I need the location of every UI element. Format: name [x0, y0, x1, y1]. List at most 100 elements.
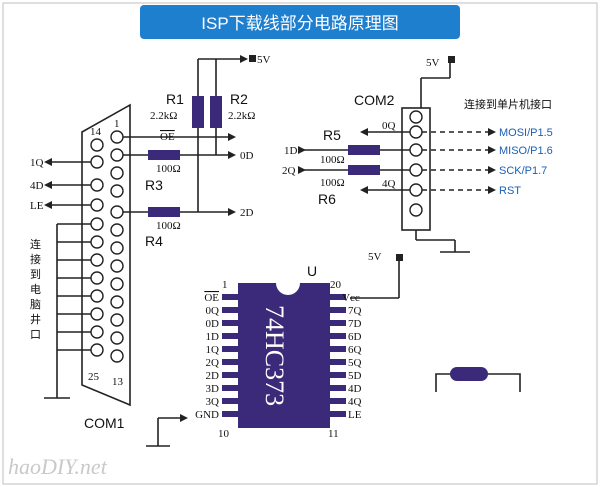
vcc-terminal-icon — [249, 55, 256, 62]
svg-text:5D: 5D — [348, 370, 362, 382]
svg-text:2Q: 2Q — [206, 357, 220, 369]
arrow-icon — [228, 208, 236, 216]
arrow-icon — [488, 186, 496, 194]
svg-text:接: 接 — [30, 253, 41, 266]
svg-text:口: 口 — [30, 329, 41, 341]
com1-pin-2 — [110, 148, 124, 162]
svg-text:脑: 脑 — [30, 298, 41, 311]
vcc-terminal-icon — [448, 56, 455, 63]
com1-right-pins — [110, 130, 124, 363]
com2-0q-label: 0Q — [382, 120, 396, 132]
vcc-terminal-icon — [396, 254, 403, 261]
r3-label: R3 — [145, 177, 163, 193]
arrow-icon — [44, 181, 52, 189]
com1-pin14-label: 14 — [90, 126, 102, 138]
mosi-label: MOSI/P1.5 — [499, 127, 553, 139]
com1-pin-20 — [90, 253, 104, 267]
r1-value: 2.2kΩ — [150, 110, 177, 122]
ic-pin-stubs — [222, 294, 346, 417]
oe-label: OE — [160, 131, 175, 143]
com1-connector-body — [81, 103, 131, 407]
resistor-r1-body — [192, 96, 204, 128]
com1-note: 连 接 到 电 脑 井 口 — [30, 238, 41, 341]
arrow-icon — [240, 55, 248, 63]
svg-text:GND: GND — [195, 409, 219, 421]
r6-label: R6 — [318, 191, 336, 207]
arrow-icon — [298, 146, 306, 154]
com1-pin-8 — [110, 259, 124, 273]
arrow-icon — [298, 166, 306, 174]
com1-pin-10 — [110, 295, 124, 309]
arrow-icon — [228, 133, 236, 141]
diagram-title: ISP下载线部分电路原理图 — [201, 14, 398, 33]
svg-text:6D: 6D — [348, 331, 362, 343]
od-label: 0D — [240, 150, 254, 162]
com1-out-le: LE — [30, 200, 44, 212]
resistor-r5-body — [348, 145, 380, 155]
com1-pin-19 — [90, 235, 104, 249]
arrow-icon — [488, 146, 496, 154]
svg-text:LE: LE — [348, 409, 362, 421]
com1-pin-15 — [90, 155, 104, 169]
ic-pin10-num: 10 — [218, 428, 230, 440]
com2-5v-label: 5V — [426, 57, 440, 69]
ic-pin11-num: 11 — [328, 428, 339, 440]
com1-pin-7 — [110, 241, 124, 255]
svg-text:3Q: 3Q — [206, 396, 220, 408]
com1-pin-21 — [90, 271, 104, 285]
ic-pin20-num: 20 — [330, 279, 342, 291]
com1-out-1q: 1Q — [30, 157, 44, 169]
com1-pin1-label: 1 — [114, 118, 120, 130]
svg-text:OE: OE — [204, 292, 219, 304]
r4-label: R4 — [145, 233, 163, 249]
resistor-r3-body — [148, 150, 180, 160]
svg-text:3D: 3D — [206, 383, 220, 395]
arrow-icon — [488, 128, 496, 136]
legend-resistor-lead-left — [435, 373, 452, 392]
svg-text:电: 电 — [30, 283, 41, 296]
ic-left-pin-labels: OE 0Q 0D 1D 1Q 2Q 2D 3D 3Q GND — [195, 292, 219, 421]
com1-pin-17 — [90, 198, 104, 212]
r5-label: R5 — [323, 127, 341, 143]
ic-part-number: 74HC373 — [260, 305, 289, 406]
ic-right-pin-labels: Vcc 7Q 7D 6D 6Q 5Q 5D 4D 4Q LE — [342, 292, 362, 421]
com1-pin-5 — [110, 205, 124, 219]
r4-value: 100Ω — [156, 220, 181, 232]
r5-value: 100Ω — [320, 154, 345, 166]
com1-pin25-label: 25 — [88, 371, 100, 383]
svg-text:7Q: 7Q — [348, 305, 362, 317]
svg-text:1Q: 1Q — [206, 344, 220, 356]
com1-pin-4 — [110, 184, 124, 198]
ic-body — [238, 283, 330, 428]
svg-text:7D: 7D — [348, 318, 362, 330]
r3-value: 100Ω — [156, 163, 181, 175]
svg-text:4D: 4D — [348, 383, 362, 395]
svg-text:6Q: 6Q — [348, 344, 362, 356]
com1-pin-25 — [90, 343, 104, 357]
com2-4q-label: 4Q — [382, 178, 396, 190]
svg-text:井: 井 — [30, 312, 41, 326]
com1-pin-14 — [90, 138, 104, 152]
svg-text:2D: 2D — [206, 370, 220, 382]
com1-pin-16 — [90, 178, 104, 192]
com1-pin-3 — [110, 166, 124, 180]
resistor-r6-body — [348, 165, 380, 175]
svg-text:0Q: 0Q — [206, 305, 220, 317]
com2-note: 连接到单片机接口 — [464, 97, 552, 111]
resistor-r2-body — [210, 96, 222, 128]
com1-name: COM1 — [84, 415, 125, 431]
sck-label: SCK/P1.7 — [499, 165, 547, 177]
com1-pin-22 — [90, 289, 104, 303]
arrow-icon — [228, 151, 236, 159]
com1-pin-18 — [90, 217, 104, 231]
legend-resistor-icon — [450, 367, 488, 381]
com2-name: COM2 — [354, 92, 395, 108]
top-5v-label: 5V — [257, 54, 271, 66]
com1-pin13-label: 13 — [112, 376, 124, 388]
com2-2q-label: 2Q — [282, 165, 296, 177]
com1-pin-12 — [110, 331, 124, 345]
com1-pin-24 — [90, 325, 104, 339]
